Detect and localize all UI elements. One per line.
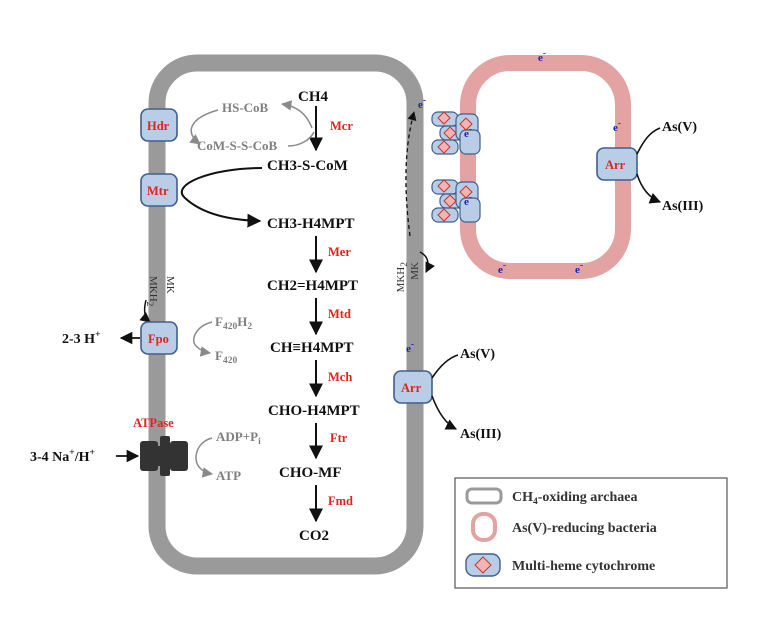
protein-fpo: Fpo — [140, 321, 178, 355]
molecule-co2: CO2 — [299, 528, 329, 544]
electron-5: e- — [613, 119, 621, 134]
cofactor-mkh2-left: MKH2 — [144, 276, 159, 307]
protein-arr-bacteria: Arr — [596, 147, 638, 181]
na-h-label: 3-4 Na+/H+ — [30, 448, 95, 465]
molecule-ch4: CH4 — [298, 89, 329, 105]
na-h-input: 3-4 Na+/H+ — [30, 448, 140, 465]
svg-text:Hdr: Hdr — [147, 119, 170, 133]
svg-text:Fpo: Fpo — [148, 332, 169, 346]
electron-2: e- — [418, 96, 426, 111]
arr-bacteria-reaction: As(V) As(III) — [636, 120, 704, 214]
arrow-com-to-mcr — [287, 131, 315, 147]
electron-6: e- — [498, 261, 506, 276]
cofactor-f420: F420 — [215, 348, 237, 366]
protons-label: 2-3 H+ — [62, 330, 100, 347]
electron-8: e- — [406, 340, 414, 355]
svg-text:Mtr: Mtr — [147, 184, 169, 198]
hdr-cycle: HS-CoB CoM-S-S-CoB — [189, 100, 315, 153]
as-iii-bacteria: As(III) — [662, 199, 704, 214]
enzyme-mer: Mer — [328, 245, 351, 259]
enzyme-fmd: Fmd — [328, 494, 353, 508]
enzyme-mcr: Mcr — [330, 119, 353, 133]
arr-archaea-reaction: As(V) As(III) — [431, 347, 502, 442]
enzyme-labels: Mcr Mer Mtd Mch Ftr Fmd — [328, 119, 353, 508]
legend-cytochrome-label: Multi-heme cytochrome — [512, 559, 655, 574]
svg-text:Arr: Arr — [401, 381, 422, 395]
cytochrome-cluster-lower — [431, 179, 481, 223]
cofactor-adp: ADP+Pi — [216, 429, 261, 447]
archaea-membrane — [148, 54, 424, 575]
mk-cycle-right: MKH2 MK — [395, 251, 435, 293]
pathway-arrows — [181, 106, 323, 523]
mk-cycle-left: MK MKH2 — [139, 276, 176, 323]
legend-archaea-label: CH4-oxiding archaea — [512, 490, 637, 507]
as-v-bacteria: As(V) — [662, 120, 697, 135]
legend-bacteria-swatch — [471, 512, 497, 542]
atpase: ATPase — [133, 416, 188, 476]
protein-arr-archaea: Arr — [393, 370, 433, 404]
electron-3: e- — [464, 125, 472, 140]
as-iii-archaea: As(III) — [460, 427, 502, 442]
f420-cycle: F420H2 F420 — [192, 314, 252, 366]
enzyme-mch: Mch — [328, 370, 352, 384]
legend-bacteria-label: As(V)-reducing bacteria — [512, 521, 657, 536]
arrow-adp-atp — [195, 437, 214, 478]
protein-mtr: Mtr — [140, 173, 178, 207]
arrow-f420 — [192, 321, 213, 357]
cofactor-mkh2-right: MKH2 — [395, 262, 410, 293]
legend-archaea-swatch — [465, 487, 503, 505]
molecule-ch3-s-com: CH3-S-CoM — [267, 158, 348, 174]
electron-transfer-dashed — [405, 111, 417, 237]
as-v-archaea: As(V) — [460, 347, 495, 362]
proton-output: 2-3 H+ — [62, 330, 140, 347]
electron-4: e- — [464, 193, 472, 208]
arrow-hdr-to-hscob — [280, 100, 313, 129]
molecule-ch2-h4mpt: CH2=H4MPT — [267, 278, 358, 294]
electrons: e- e- e- e- e- e- e- e- — [406, 49, 621, 355]
cofactor-atp: ATP — [216, 468, 241, 483]
molecule-ch-h4mpt: CH≡H4MPT — [270, 340, 354, 356]
arrow-mk-left — [139, 299, 151, 323]
arrow-mtr — [181, 167, 263, 228]
cytochrome-cluster-upper — [431, 111, 481, 155]
cofactor-com-s-s-cob: CoM-S-S-CoB — [197, 138, 277, 153]
cofactor-f420h2: F420H2 — [215, 314, 252, 332]
arrow-hdr-cycle-left — [189, 109, 219, 145]
atp-cycle: ADP+Pi ATP — [195, 429, 261, 483]
molecule-ch3-h4mpt: CH3-H4MPT — [267, 216, 355, 232]
protein-hdr: Hdr — [140, 108, 178, 142]
legend: CH4-oxiding archaea As(V)-reducing bacte… — [454, 477, 728, 589]
pathway: CH4 CH3-S-CoM CH3-H4MPT CH2=H4MPT CH≡H4M… — [267, 89, 360, 544]
svg-text:Arr: Arr — [605, 158, 626, 172]
molecule-cho-mf: CHO-MF — [279, 465, 341, 481]
arrow-mk-right — [419, 251, 435, 273]
enzyme-ftr: Ftr — [330, 431, 348, 445]
cofactor-mk-left: MK — [164, 276, 176, 294]
cofactor-mk-right: MK — [409, 262, 421, 280]
molecule-cho-h4mpt: CHO-H4MPT — [268, 403, 360, 419]
legend-heme-icon — [474, 556, 492, 574]
cofactor-hs-cob: HS-CoB — [222, 100, 269, 115]
enzyme-mtd: Mtd — [328, 307, 351, 321]
atpase-label: ATPase — [133, 416, 174, 430]
electron-7: e- — [575, 261, 583, 276]
electron-1: e- — [538, 49, 546, 64]
